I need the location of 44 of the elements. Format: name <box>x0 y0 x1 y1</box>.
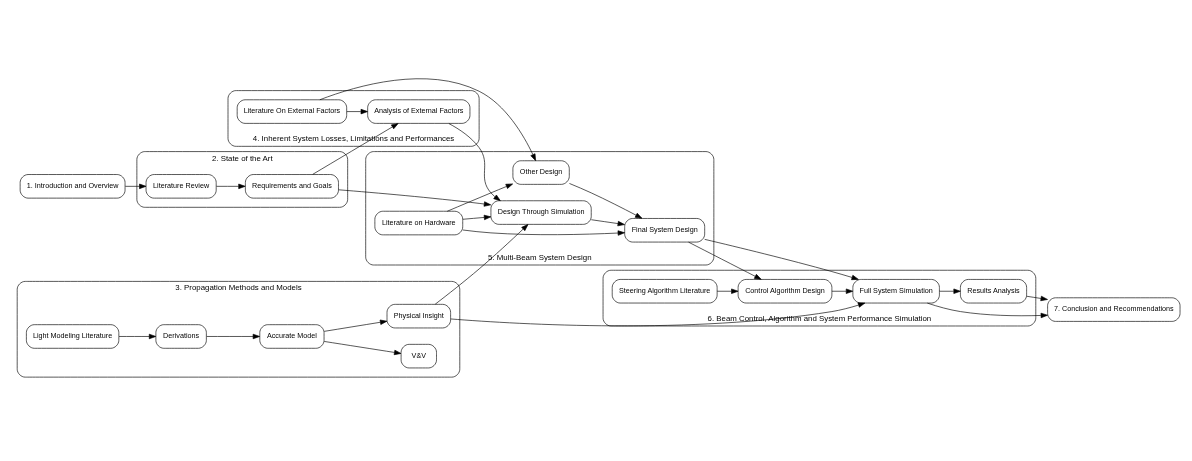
arrow <box>450 302 866 327</box>
node-box: Results Analysis <box>960 279 1027 304</box>
node-box: Final System Design <box>624 218 705 243</box>
node-box: Design Through Simulation <box>490 200 592 225</box>
node-box: Accurate Model <box>259 324 325 349</box>
node-box: Literature On External Factors <box>236 99 347 124</box>
arrow <box>462 214 492 221</box>
node-box: Full System Simulation <box>852 279 940 304</box>
node-box: Derivations <box>155 324 207 349</box>
node-box: Other Design <box>512 160 570 185</box>
arrow <box>448 123 501 202</box>
node-box: V&V <box>400 344 437 369</box>
arrow <box>323 319 388 332</box>
arrow <box>688 241 762 280</box>
arrow <box>206 333 260 340</box>
node-box: 7. Conclusion and Recommendations <box>1047 297 1181 322</box>
node-box: Steering Algorithm Literature <box>611 279 718 304</box>
node-box: 1. Introduction and Overview <box>19 174 126 199</box>
arrow <box>569 183 643 219</box>
arrow <box>1026 295 1048 302</box>
node-box: Control Algorithm Design <box>737 279 833 304</box>
node-box: Literature on Hardware <box>374 210 464 236</box>
arrow <box>434 224 529 305</box>
arrow <box>446 183 513 212</box>
arrow <box>927 302 1048 319</box>
arrow <box>338 189 492 207</box>
arrow <box>831 288 854 294</box>
arrow <box>346 108 368 115</box>
arrow <box>462 229 625 236</box>
arrow <box>312 123 399 175</box>
arrow <box>118 333 157 340</box>
arrow <box>216 183 246 189</box>
arrow <box>716 288 739 294</box>
arrow <box>704 239 859 280</box>
node-box: Requirements and Goals <box>245 174 339 199</box>
node-box: Physical Insight <box>386 304 451 329</box>
node-box: Analysis of External Factors <box>367 99 471 124</box>
node-box: Literature Review <box>145 174 217 199</box>
arrow <box>319 78 536 161</box>
arrow <box>590 219 625 227</box>
arrow <box>323 341 402 356</box>
arrow <box>939 288 961 294</box>
node-box: Light Modeling Literature <box>26 324 120 349</box>
arrow <box>124 183 147 189</box>
